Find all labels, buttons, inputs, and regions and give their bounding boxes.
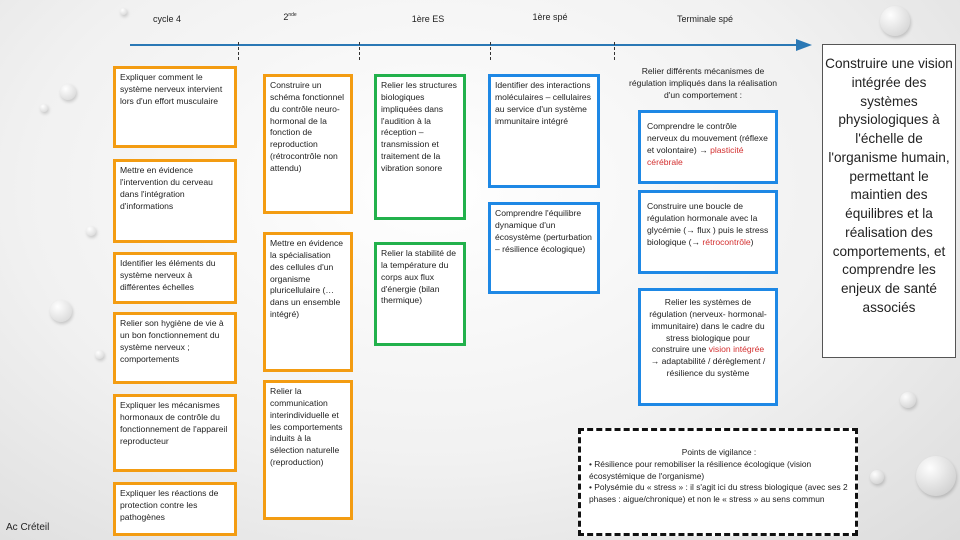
vigilance-title: Points de vigilance : bbox=[589, 447, 849, 459]
terminale-box-hormonal-end: ) bbox=[751, 237, 754, 247]
decorative-drop bbox=[60, 84, 76, 100]
decorative-drop bbox=[870, 470, 884, 484]
seconde-item: Construire un schéma fonctionnel du cont… bbox=[263, 74, 353, 214]
header-seconde-sup: nde bbox=[288, 12, 296, 18]
header-premiere-spe: 1ère spé bbox=[520, 12, 580, 22]
timeline-arrow bbox=[130, 44, 798, 46]
decorative-drop bbox=[900, 392, 916, 408]
timeline-tick bbox=[490, 42, 492, 60]
premiere-es-item: Relier les structures biologiques impliq… bbox=[374, 74, 466, 220]
timeline-tick bbox=[238, 42, 240, 60]
terminale-box-stress-end: → adaptabilité / dérèglement / résilienc… bbox=[651, 356, 766, 378]
premiere-spe-item: Identifier des interactions moléculaires… bbox=[488, 74, 600, 188]
decorative-drop bbox=[50, 300, 72, 322]
premiere-spe-item: Comprendre l'équilibre dynamique d'un éc… bbox=[488, 202, 600, 294]
seconde-item: Mettre en évidence la spécialisation des… bbox=[263, 232, 353, 372]
cycle4-item: Identifier les éléments du système nerve… bbox=[113, 252, 237, 304]
decorative-drop bbox=[95, 350, 104, 359]
cycle4-item: Relier son hygiène de vie à un bon fonct… bbox=[113, 312, 237, 384]
timeline-arrowhead-icon bbox=[796, 39, 812, 51]
terminale-box-hormonal: Construire une boucle de régulation horm… bbox=[638, 190, 778, 274]
terminale-box-stress: Relier les systèmes de régulation (nerve… bbox=[638, 288, 778, 406]
conclusion-box: Construire une vision intégrée des systè… bbox=[822, 44, 956, 358]
vigilance-item: • Résilience pour remobiliser la résilie… bbox=[589, 459, 849, 483]
vigilance-box: Points de vigilance : • Résilience pour … bbox=[578, 428, 858, 536]
cycle4-item: Expliquer les mécanismes hormonaux de co… bbox=[113, 394, 237, 472]
terminale-intro: Relier différents mécanismes de régulati… bbox=[628, 66, 778, 102]
decorative-drop bbox=[86, 226, 96, 236]
header-premiere-es: 1ère ES bbox=[398, 14, 458, 24]
timeline-tick bbox=[359, 42, 361, 60]
decorative-drop bbox=[120, 8, 127, 15]
decorative-drop bbox=[916, 456, 956, 496]
vigilance-item: • Polysémie du « stress » : il s'agit ic… bbox=[589, 482, 849, 506]
premiere-es-item: Relier la stabilité de la température du… bbox=[374, 242, 466, 346]
timeline-tick bbox=[614, 42, 616, 60]
cycle4-item: Mettre en évidence l'intervention du cer… bbox=[113, 159, 237, 243]
cycle4-item: Expliquer comment le système nerveux int… bbox=[113, 66, 237, 148]
decorative-drop bbox=[40, 104, 48, 112]
header-seconde: 2nde bbox=[270, 12, 310, 22]
credit-label: Ac Créteil bbox=[6, 522, 49, 533]
seconde-item: Relier la communication interindividuell… bbox=[263, 380, 353, 520]
header-terminale: Terminale spé bbox=[660, 14, 750, 24]
cycle4-item: Expliquer les réactions de protection co… bbox=[113, 482, 237, 536]
header-cycle4: cycle 4 bbox=[132, 14, 202, 24]
terminale-box-stress-highlight: vision intégrée bbox=[709, 344, 764, 354]
terminale-box-hormonal-highlight: rétrocontrôle bbox=[702, 237, 750, 247]
terminale-box-movement-text: Comprendre le contrôle nerveux du mouvem… bbox=[647, 121, 768, 155]
decorative-drop bbox=[880, 6, 910, 36]
terminale-box-movement: Comprendre le contrôle nerveux du mouvem… bbox=[638, 110, 778, 184]
